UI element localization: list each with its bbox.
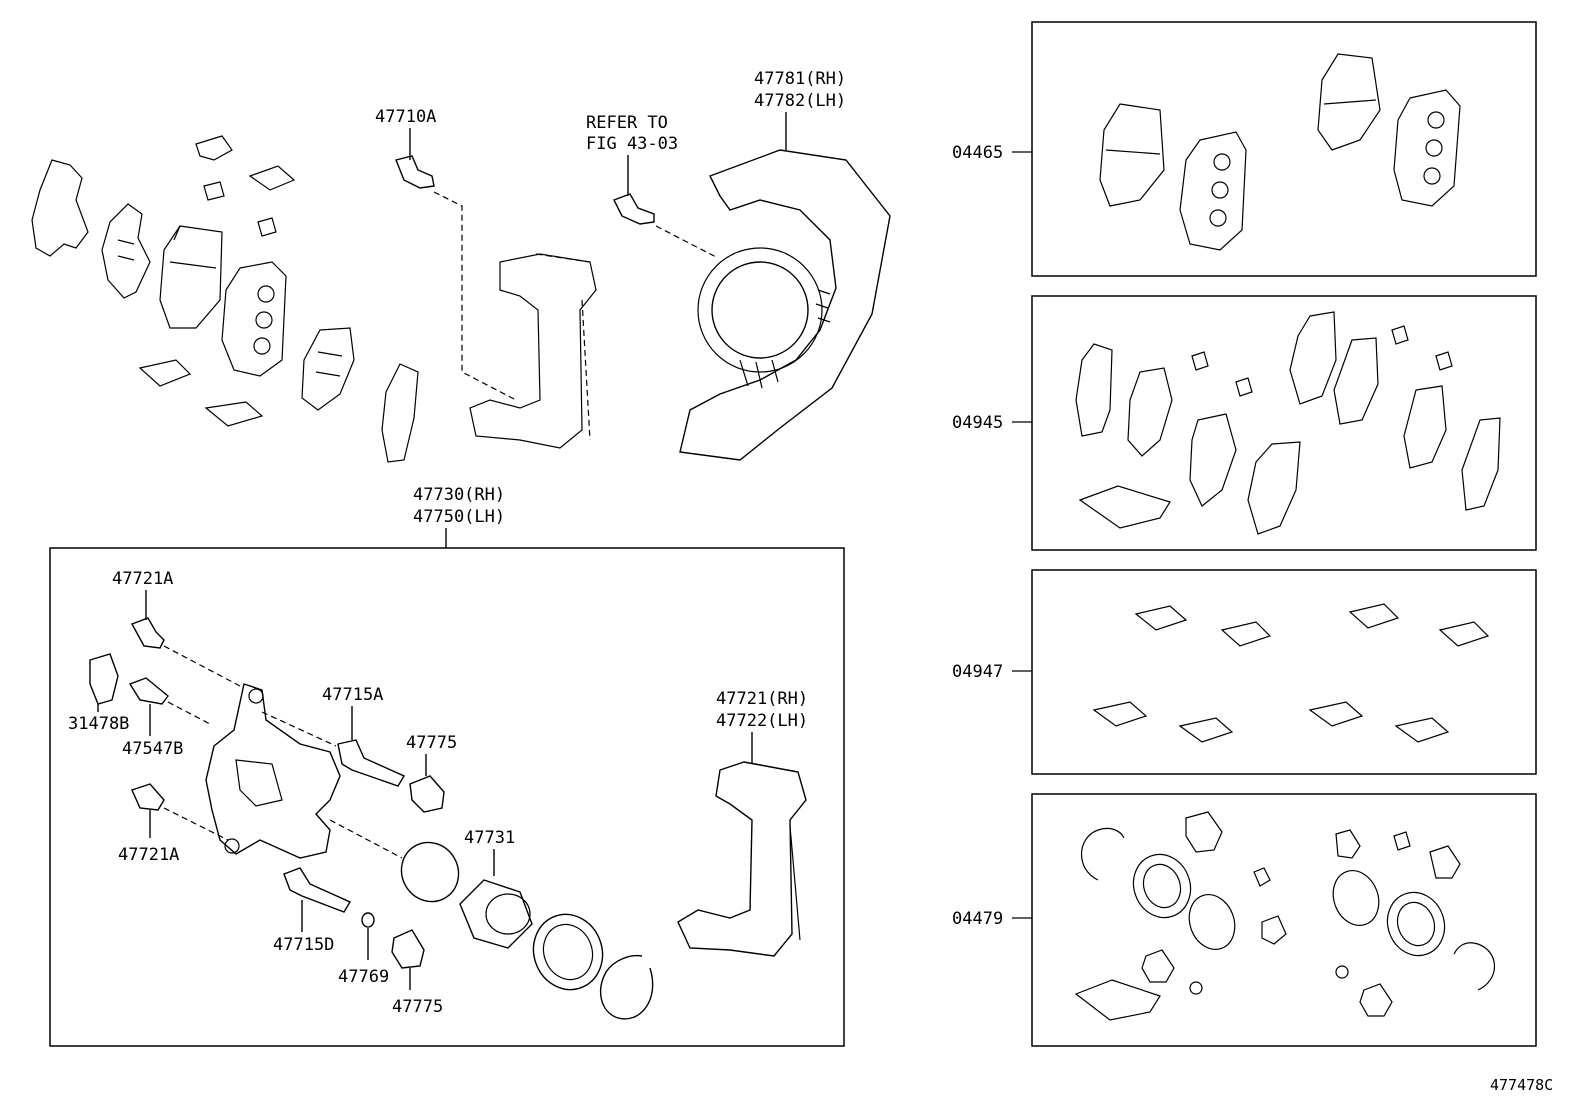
kit-04947-box <box>1031 569 1537 775</box>
refer-fig-text: FIG 43-03 <box>586 134 678 154</box>
label-47781: 47781(RH) <box>754 69 846 89</box>
label-47731: 47731 <box>464 828 515 848</box>
caliper-assy-callout: 47730(RH) 47750(LH) <box>413 485 505 548</box>
label-47715D: 47715D <box>273 935 334 955</box>
refer-to-text: REFER TO <box>586 113 668 133</box>
label-47721A-top: 47721A <box>112 569 173 589</box>
kit-04945-box <box>1031 295 1537 551</box>
label-47775-top: 47775 <box>406 733 457 753</box>
label-47782: 47782(LH) <box>754 91 846 111</box>
label-47769: 47769 <box>338 967 389 987</box>
caliper-parts: 47721A 31478B 47547B 47721A 47715A 47775 <box>68 569 808 1020</box>
label-47715A: 47715A <box>322 685 383 705</box>
kit-04479-seals <box>1074 811 1495 1021</box>
label-47710A: 47710A <box>375 107 436 127</box>
kit-04465-box <box>1031 21 1537 277</box>
label-47547B: 47547B <box>122 739 183 759</box>
kit-04947-clips <box>1092 603 1490 743</box>
kit-04465-code: 04465 <box>952 143 1003 163</box>
kit-04945-shims <box>1075 311 1501 535</box>
label-47721A-bottom: 47721A <box>118 845 179 865</box>
kit-04465-pads <box>1099 53 1461 251</box>
mount-bracket-top <box>469 253 597 449</box>
figure-id: 477478C <box>1490 1076 1553 1094</box>
dust-shield: 47781(RH) 47782(LH) <box>679 69 891 461</box>
label-47775-bottom: 47775 <box>392 997 443 1017</box>
label-47721: 47721(RH) <box>716 689 808 709</box>
label-47750: 47750(LH) <box>413 507 505 527</box>
pad-shims-group <box>31 135 419 463</box>
kit-04945-code: 04945 <box>952 413 1003 433</box>
bolt-47710A: 47710A <box>375 107 517 401</box>
refer-note: REFER TO FIG 43-03 <box>586 113 719 259</box>
label-47730: 47730(RH) <box>413 485 505 505</box>
caliper-assy-box <box>49 547 845 1047</box>
kit-04947-code: 04947 <box>952 662 1003 682</box>
label-47722: 47722(LH) <box>716 711 808 731</box>
kit-04479-code: 04479 <box>952 909 1003 929</box>
label-31478B: 31478B <box>68 714 129 734</box>
kit-04479-box <box>1031 793 1537 1047</box>
